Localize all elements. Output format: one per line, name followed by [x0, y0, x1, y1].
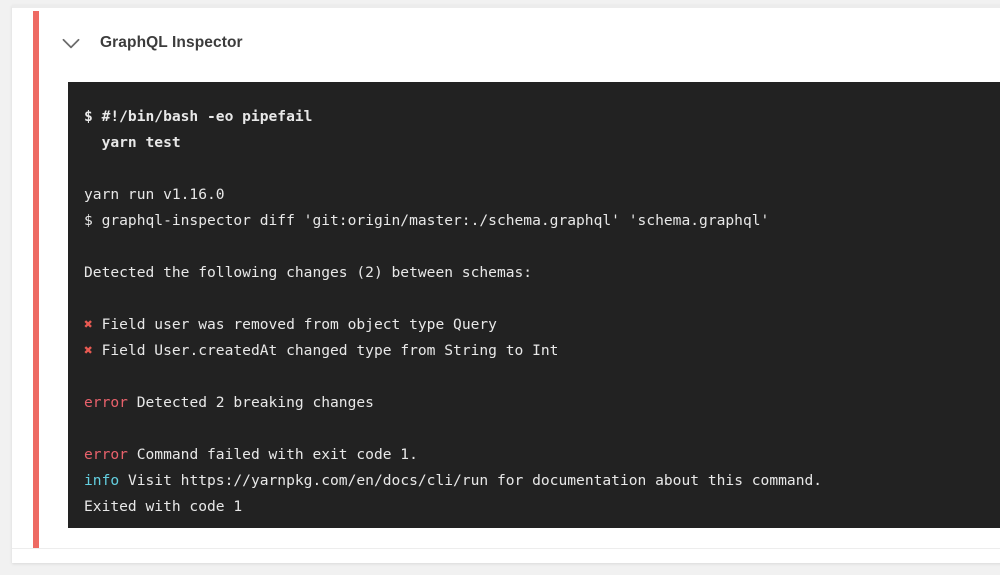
terminal-line-change-2: ✖ Field User.createdAt changed type from… [84, 338, 1000, 364]
terminal-line-info-visit-docs: info Visit https://yarnpkg.com/en/docs/c… [84, 468, 1000, 494]
terminal-token-plain: Field User.createdAt changed type from S… [92, 342, 559, 359]
terminal-line-exited-with-code: Exited with code 1 [84, 494, 1000, 520]
terminal-line-error-breaking-changes: error Detected 2 breaking changes [84, 390, 1000, 416]
terminal-token-cross: ✖ [84, 316, 93, 333]
terminal-line-inspector-diff: $ graphql-inspector diff 'git:origin/mas… [84, 208, 1000, 234]
terminal-token-plain: Detected the following changes (2) betwe… [84, 264, 533, 281]
terminal-line-blank-4 [84, 364, 1000, 390]
terminal-token-plain: Exited with code 1 [84, 498, 243, 515]
job-step-card: GraphQL Inspector $ #!/bin/bash -eo pipe… [12, 5, 1000, 563]
terminal-line-blank-2 [84, 234, 1000, 260]
terminal-token-plain: Detected 2 breaking changes [127, 394, 374, 411]
terminal-log-panel[interactable]: $ #!/bin/bash -eo pipefail yarn test yarn… [68, 82, 1000, 528]
terminal-line-cmd-shebang: $ #!/bin/bash -eo pipefail [84, 104, 1000, 130]
terminal-token-plain: Visit https://yarnpkg.com/en/docs/cli/ru… [119, 472, 823, 489]
card-divider [12, 548, 1000, 549]
terminal-token-plain: yarn run v1.16.0 [84, 186, 225, 203]
chevron-down-icon[interactable] [58, 30, 84, 56]
job-step-header[interactable]: GraphQL Inspector [58, 22, 243, 64]
terminal-line-blank-3 [84, 286, 1000, 312]
terminal-line-detected-changes: Detected the following changes (2) betwe… [84, 260, 1000, 286]
terminal-token-plain: Field user was removed from object type … [92, 316, 497, 333]
terminal-token-plain: Command failed with exit code 1. [127, 446, 418, 463]
terminal-token-error: error [84, 446, 128, 463]
terminal-line-cmd-yarn-test: yarn test [84, 130, 1000, 156]
terminal-log-output: $ #!/bin/bash -eo pipefail yarn test yarn… [68, 82, 1000, 520]
card-footer [12, 549, 1000, 563]
terminal-token-cross: ✖ [84, 342, 93, 359]
job-status-bar [33, 11, 39, 548]
terminal-line-yarn-version: yarn run v1.16.0 [84, 182, 1000, 208]
terminal-line-error-command-failed: error Command failed with exit code 1. [84, 442, 1000, 468]
terminal-token-plain: $ #!/bin/bash -eo pipefail [84, 108, 313, 125]
page-title: GraphQL Inspector [100, 34, 243, 51]
terminal-line-change-1: ✖ Field user was removed from object typ… [84, 312, 1000, 338]
terminal-line-blank-1 [84, 156, 1000, 182]
terminal-token-plain: yarn test [84, 134, 181, 151]
terminal-token-error: error [84, 394, 128, 411]
terminal-line-blank-5 [84, 416, 1000, 442]
terminal-token-plain: $ graphql-inspector diff 'git:origin/mas… [84, 212, 770, 229]
terminal-token-info: info [84, 472, 120, 489]
